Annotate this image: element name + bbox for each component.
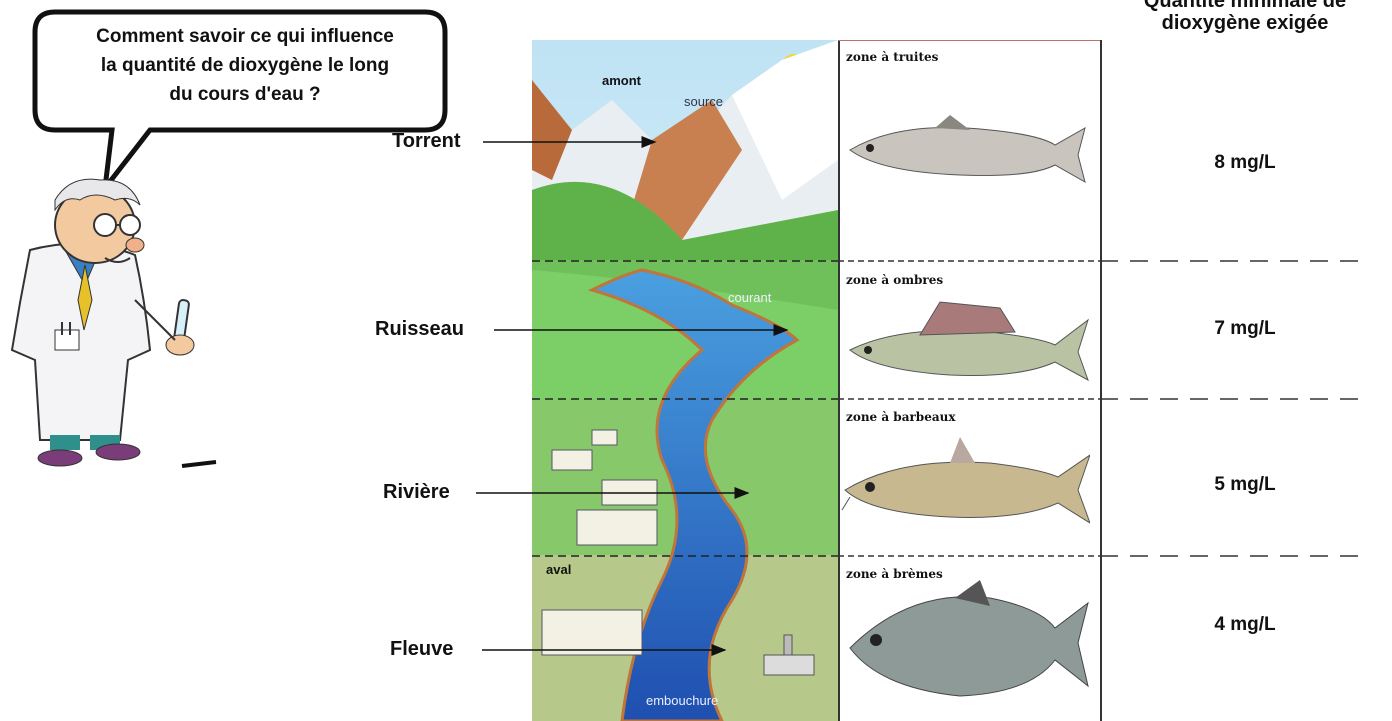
oxygen-value-2: 7 mg/L bbox=[1100, 318, 1390, 340]
river-landscape bbox=[532, 40, 838, 721]
courant-label: courant bbox=[728, 290, 771, 305]
section-label-ruisseau: Ruisseau bbox=[375, 318, 464, 341]
zone-label-4: zone à brèmes bbox=[846, 567, 943, 581]
section-label-torrent: Torrent bbox=[392, 130, 461, 153]
embouchure-label: embouchure bbox=[646, 693, 718, 708]
question-line-3: du cours d'eau ? bbox=[45, 80, 445, 109]
question-line-1: Comment savoir ce qui influence bbox=[45, 22, 445, 51]
fish-trout-icon bbox=[840, 110, 1090, 195]
oxygen-value-4: 4 mg/L bbox=[1100, 614, 1390, 636]
amont-label: amont bbox=[602, 73, 641, 88]
column-header-line-2: dioxygène exigée bbox=[1095, 12, 1392, 35]
zone-label-1: zone à truites bbox=[846, 50, 938, 64]
fish-grayling-icon bbox=[840, 300, 1090, 390]
zone-label-2: zone à ombres bbox=[846, 273, 943, 287]
aval-label: aval bbox=[546, 562, 571, 577]
section-label-riviere: Rivière bbox=[383, 481, 450, 504]
zone-label-3: zone à barbeaux bbox=[846, 410, 955, 424]
oxygen-value-3: 5 mg/L bbox=[1100, 474, 1390, 496]
question-line-2: la quantité de dioxygène le long bbox=[45, 51, 445, 80]
section-label-fleuve: Fleuve bbox=[390, 638, 453, 661]
question-text: Comment savoir ce qui influence la quant… bbox=[45, 22, 445, 109]
oxygen-value-1: 8 mg/L bbox=[1100, 152, 1390, 174]
scientist-icon bbox=[12, 179, 216, 466]
fish-bream-icon bbox=[840, 578, 1090, 703]
fish-barbel-icon bbox=[840, 435, 1090, 535]
source-label: source bbox=[684, 94, 723, 109]
